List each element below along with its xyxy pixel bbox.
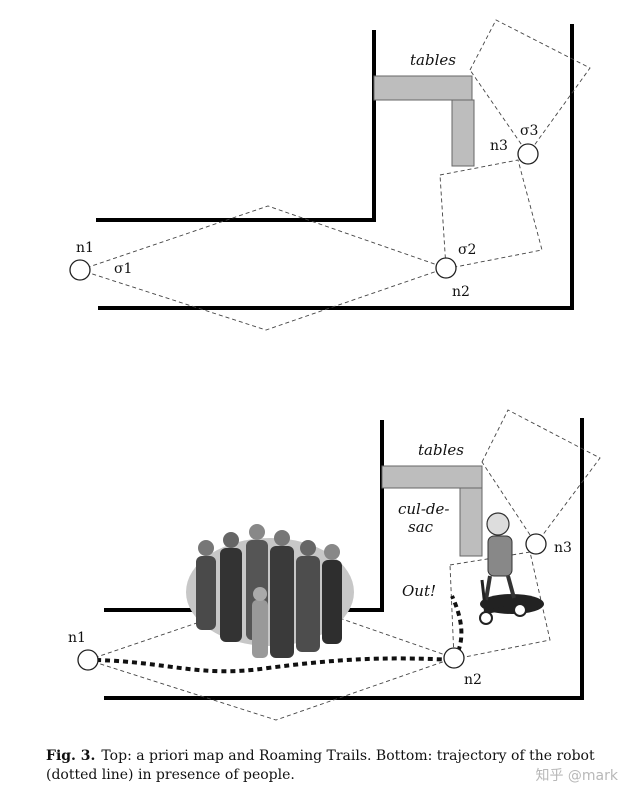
- bottom-wall-lower: [104, 418, 584, 700]
- top-node-n3: [517, 143, 539, 165]
- top-n3-label: n3: [490, 138, 508, 154]
- out-label: Out!: [402, 582, 436, 600]
- watermark: 知乎 @mark: [535, 768, 618, 784]
- cul-de-sac-label-line2: sac: [408, 518, 434, 536]
- top-map: tables n1 σ1 σ2 n2 n3 σ3: [69, 19, 591, 331]
- bottom-n2-label: n2: [464, 672, 482, 688]
- top-sigma2-label: σ2: [458, 242, 476, 258]
- bottom-n1-label: n1: [68, 630, 86, 646]
- top-sigma1-label: σ1: [114, 261, 132, 277]
- top-trail-n1-n2: [78, 205, 448, 331]
- top-table-horizontal: [373, 75, 473, 101]
- figure-caption: Fig. 3.Top: a priori map and Roaming Tra…: [46, 747, 606, 785]
- top-sigma3-label: σ3: [520, 123, 538, 139]
- top-table-vertical: [451, 99, 475, 167]
- robot-trajectory: [95, 595, 464, 674]
- bottom-node-n2: [443, 647, 465, 669]
- child-scooter-illustration: [479, 512, 544, 625]
- bottom-map: tables cul-de- sac Out! n1 n2 n3: [68, 409, 601, 721]
- top-node-n2: [435, 257, 457, 279]
- top-node-n1: [69, 259, 91, 281]
- top-wall-lower: [98, 24, 574, 310]
- bottom-table-vertical: [459, 487, 483, 557]
- caption-label: Fig. 3.: [46, 748, 96, 764]
- cul-de-sac-label-line1: cul-de-: [398, 500, 449, 518]
- bottom-table-horizontal: [381, 465, 483, 489]
- top-trail-n2-n3: [439, 159, 543, 269]
- crowd-illustration: [186, 524, 354, 658]
- top-n2-label: n2: [452, 284, 470, 300]
- bottom-n3-label: n3: [554, 540, 572, 556]
- top-n1-label: n1: [76, 240, 94, 256]
- figure-canvas: tables n1 σ1 σ2 n2 n3 σ3: [68, 19, 601, 721]
- caption-text: Top: a priori map and Roaming Trails. Bo…: [46, 748, 595, 783]
- bottom-trail-n3: [481, 409, 601, 545]
- top-wall-upper: [96, 30, 376, 222]
- top-trail-n3: [469, 19, 591, 155]
- bottom-tables-label: tables: [418, 441, 464, 459]
- bottom-trail-n2-n3: [449, 551, 551, 659]
- top-tables-label: tables: [410, 51, 456, 69]
- bottom-node-n3: [525, 533, 547, 555]
- bottom-node-n1: [77, 649, 99, 671]
